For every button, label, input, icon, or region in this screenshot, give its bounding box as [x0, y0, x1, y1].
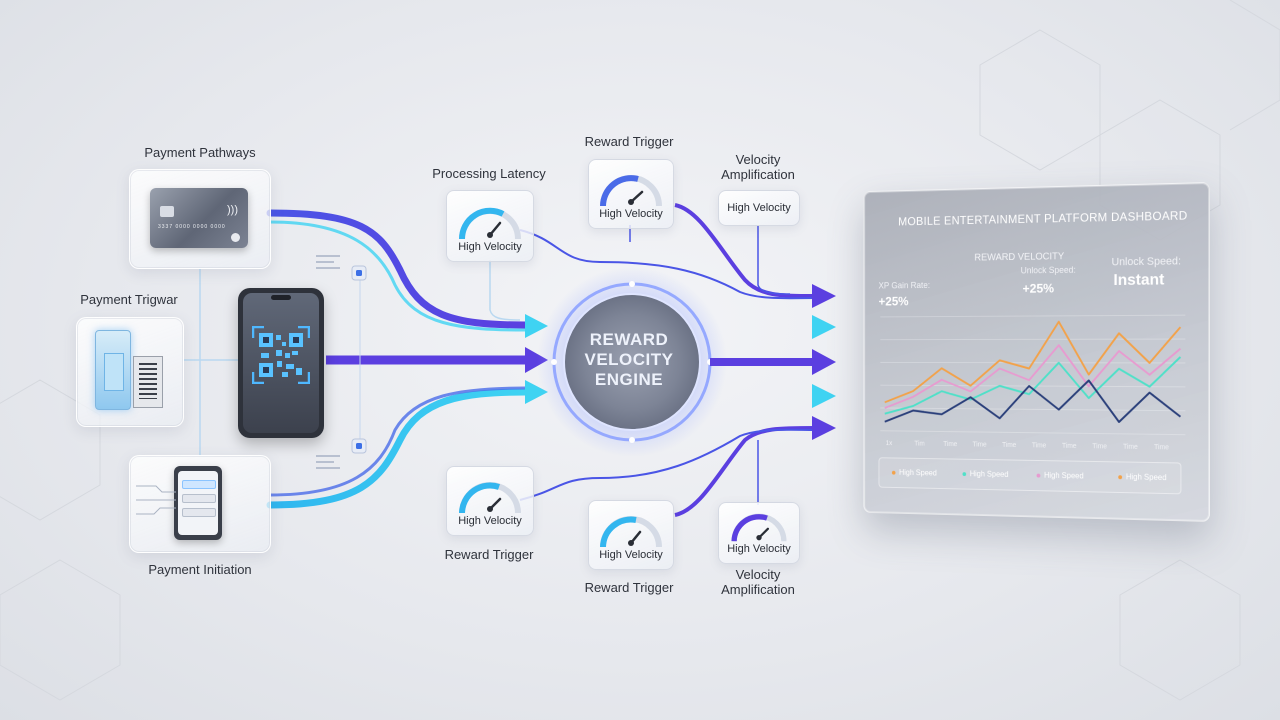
arrowhead [812, 416, 836, 440]
legend-item: High Speed [891, 468, 937, 477]
velocity-amplification-top-label: Velocity Amplification [721, 152, 795, 182]
speedometer-icon [600, 175, 662, 207]
dashboard-panel: MOBILE ENTERTAINMENT PLATFORM DASHBOARD … [863, 182, 1210, 522]
arrowhead [812, 284, 836, 308]
arrowhead [525, 314, 548, 338]
line-chart [880, 305, 1185, 444]
speedometer-icon [458, 207, 521, 240]
payment-trigger-label: Payment Trigwar [80, 292, 178, 307]
arrowhead [525, 380, 548, 404]
x-tick-label: Time [1092, 443, 1108, 451]
payment-pathways-label: Payment Pathways [144, 145, 256, 160]
gauge-caption: High Velocity [599, 208, 663, 220]
gauge-caption: High Velocity [458, 515, 522, 527]
x-tick-label: 1x [885, 440, 893, 448]
dashboard-subtitle: REWARD VELOCITY [974, 251, 1065, 264]
flow-initiation-to-engine [266, 388, 529, 509]
qr-code-icon [252, 326, 310, 384]
chart-legend: High Speed High Speed High Speed High Sp… [878, 457, 1182, 495]
status-indicator [316, 255, 340, 469]
metric-xp-label: XP Gain Rate: [878, 280, 931, 291]
flow-card-to-engine [266, 209, 529, 329]
processing-latency-label: Processing Latency [432, 166, 546, 181]
x-tick-label: Time [972, 441, 987, 449]
credit-card-icon: ))) 3337 0000 0000 0000 [150, 188, 248, 248]
gauge-caption: High Velocity [458, 241, 522, 253]
x-tick-label: Time [1123, 443, 1138, 451]
legend-item: High Speed [1118, 472, 1167, 482]
arrowhead [812, 315, 836, 339]
smartphone-qr [238, 288, 324, 438]
phone-form-icon [174, 466, 222, 540]
grid-line [880, 385, 1185, 387]
amp-top-gauge: High Velocity [718, 190, 800, 226]
flow-top-to-dashboard [674, 203, 816, 298]
metric-unlock-speed-value: Instant [1113, 271, 1165, 289]
dashboard-title: MOBILE ENTERTAINMENT PLATFORM DASHBOARD [898, 208, 1188, 229]
velocity-amplification-bottom-label: Velocity Amplification [721, 567, 795, 597]
payment-initiation-label: Payment Initiation [148, 562, 252, 577]
x-tick-label: Time [1154, 444, 1169, 452]
arrowhead [525, 347, 548, 373]
gauge-caption: High Velocity [727, 202, 791, 214]
metric-unlock-label: Unlock Speed: [1020, 264, 1076, 276]
legend-item: High Speed [1036, 471, 1084, 480]
legend-item: High Speed [962, 469, 1008, 479]
speedometer-icon [731, 513, 787, 542]
grid-line [880, 431, 1185, 435]
gauge-caption: High Velocity [599, 549, 663, 561]
engine-line-3: ENGINE [594, 370, 664, 389]
x-tick-label: Time [1061, 442, 1077, 450]
card-number: 3337 0000 0000 0000 [158, 224, 226, 230]
engine-line-2: VELOCITY [584, 350, 674, 369]
arrowhead [812, 349, 836, 375]
amp-bottom-gauge: High Velocity [718, 502, 800, 564]
grid-line [880, 408, 1185, 411]
reward-top-gauge: High Velocity [588, 159, 674, 229]
barcode-icon [133, 356, 163, 408]
x-tick-label: Time [1031, 442, 1047, 450]
grid-line [880, 339, 1185, 340]
payment-terminal-icon [95, 330, 131, 410]
flow-bottom-to-dashboard [674, 426, 816, 517]
x-tick-label: Time [1002, 441, 1017, 449]
gauge-caption: High Velocity [727, 543, 791, 555]
flow-initiation-to-engine-2 [269, 386, 526, 497]
payment-initiation-tile [129, 455, 271, 553]
speedometer-icon [459, 482, 521, 514]
reward-trigger-bottom-left-label: Reward Trigger [444, 547, 534, 562]
reward-bottom-left-gauge: High Velocity [446, 466, 534, 536]
reward-bottom-mid-gauge: High Velocity [588, 500, 674, 570]
reward-trigger-bottom-mid-label: Reward Trigger [584, 580, 674, 595]
x-tick-label: Time [943, 441, 958, 449]
metric-xp-value: +25% [878, 293, 909, 309]
processing-gauge: High Velocity [446, 190, 534, 262]
x-tick-label: Tim [914, 440, 925, 448]
reward-trigger-top-label: Reward Trigger [584, 134, 674, 149]
metric-unlock-value: +25% [1022, 280, 1055, 296]
metric-unlock-speed-label: Unlock Speed: [1111, 255, 1181, 269]
arrowhead [812, 384, 836, 408]
payment-card-tile: ))) 3337 0000 0000 0000 [129, 169, 271, 269]
engine-line-1: REWARD [589, 330, 669, 349]
speedometer-icon [600, 516, 662, 548]
grid-line [880, 315, 1185, 317]
flow-card-to-engine-2 [269, 220, 526, 332]
terminal-tile [76, 317, 184, 427]
reward-velocity-engine: REWARD VELOCITY ENGINE [559, 330, 699, 390]
